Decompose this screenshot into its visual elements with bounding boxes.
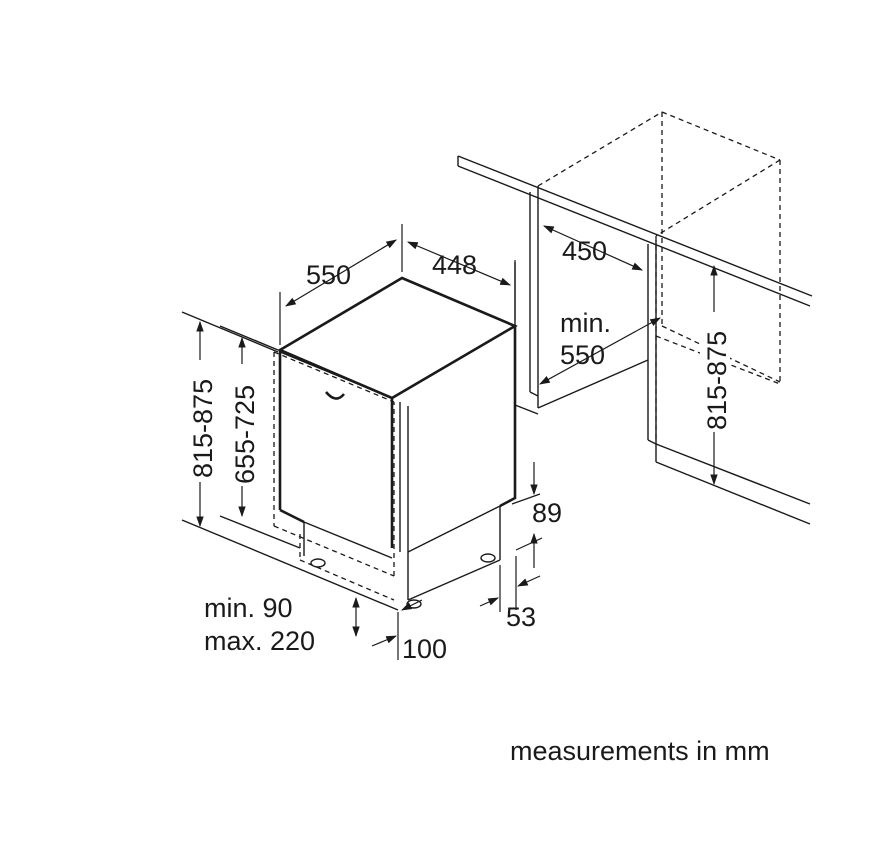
depth-label: 550 <box>306 260 351 290</box>
niche-outline <box>537 111 781 444</box>
plinth-min-label: min. 90 <box>204 593 293 623</box>
dishwasher-body <box>277 276 518 609</box>
niche-min-depth-label: 550 <box>560 340 605 370</box>
plinth-height-label: 89 <box>532 498 562 528</box>
countertop <box>457 155 813 307</box>
niche-left-panel <box>514 186 649 415</box>
door-height-range-label: 655-725 <box>230 385 260 484</box>
foot-offset-label: 100 <box>402 634 447 664</box>
plinth-recess-label: 53 <box>506 602 536 632</box>
niche-height-range-label: 815-875 <box>702 331 732 430</box>
height-range-label: 815-875 <box>188 379 218 478</box>
door-panel-outline <box>273 351 395 601</box>
plinth-max-label: max. 220 <box>204 626 315 656</box>
niche-min-label: min. <box>560 308 611 338</box>
dimension-lines <box>196 224 718 660</box>
units-note: measurements in mm <box>510 736 770 766</box>
niche-width-label: 450 <box>562 236 607 266</box>
width-label: 448 <box>432 250 477 280</box>
reference-lines <box>181 311 399 611</box>
